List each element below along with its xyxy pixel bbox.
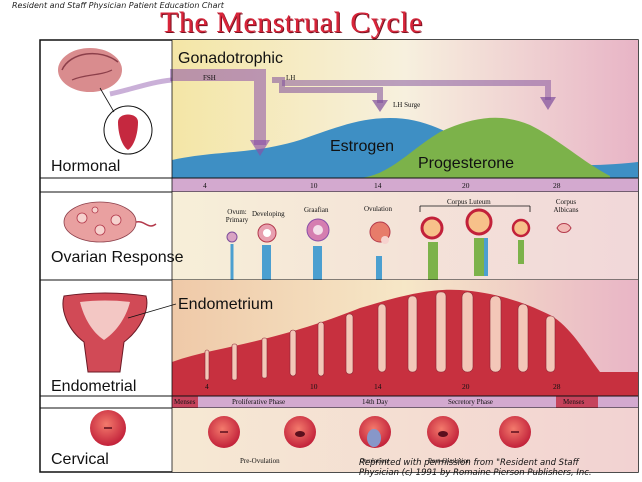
corpus-luteum-label: Corpus Luteum [447,198,491,206]
corpus-albicans-label: Corpus Albicans [553,198,579,214]
menses-right-band [556,396,598,408]
menses-left-band [172,396,198,408]
section-ovarian: Ovarian Response [51,249,184,266]
progesterone-curve [360,117,610,178]
tick-endo-14: 14 [374,382,382,391]
tick-endo-20: 20 [462,382,470,391]
lh-surge-label: LH Surge [393,101,421,109]
section-endometrial: Endometrial [51,378,137,395]
progesterone-label: Progesterone [418,155,515,172]
tick-endo-10: 10 [310,382,318,391]
page-title: The Menstrual Cycle [160,6,423,39]
corpus-luteum-2 [465,208,493,276]
day14-label: 14th Day [362,398,388,406]
developing-label: Developing [252,210,285,218]
tick-10: 10 [310,181,318,190]
ovulation-label: Ovulation [364,205,392,213]
primary-label: Ovum: Primary [225,208,249,224]
endometrial-glands [204,291,556,381]
secretory-label: Secretory Phase [448,398,493,406]
pre-ovulation-label: Pre-Ovulation [240,457,280,465]
section-hormonal: Hormonal [51,158,121,175]
tick-4: 4 [203,181,207,190]
brain-pituitary-icon [58,48,153,155]
graafian-label: Graafian [304,206,329,214]
credit-note: Reprinted with permission from "Resident… [359,458,592,478]
ovarian-panel [172,192,638,280]
tick-20: 20 [462,181,470,190]
tick-endo-4: 4 [205,382,209,391]
phase-band [172,396,638,408]
follicle-ovulation [369,221,391,298]
source-line: Resident and Staff Physician Patient Edu… [12,1,224,10]
fsh-arrow [170,69,266,145]
menses-left-label: Menses [174,398,196,406]
menses-right-label: Menses [563,398,585,406]
estrogen-label: Estrogen [330,138,395,155]
corpus-luteum-1 [420,216,444,288]
cervix-stages [208,416,531,448]
endometrium-label: Endometrium [178,296,274,313]
proliferative-label: Proliferative Phase [232,398,286,406]
fsh-label: FSH [203,74,216,82]
lh-label: LH [286,74,296,82]
gonadotrophic-label: Gonadotrophic [178,50,283,67]
corpus-albicans [556,223,572,233]
post-ovulation-label: Post-Ovulation [428,457,471,465]
lh-arrow [272,77,383,103]
cervical-panel [172,408,638,472]
day-tick-band-1 [172,178,638,192]
section-cervical: Cervical [51,451,109,468]
tick-endo-28: 28 [553,382,561,391]
tick-28: 28 [553,181,561,190]
ovary-icon [63,201,157,243]
tick-14: 14 [374,181,382,190]
uterus-icon [62,292,148,373]
cervical-ovulation-label: Ovulation [360,457,388,465]
corpus-luteum-3 [511,218,531,264]
